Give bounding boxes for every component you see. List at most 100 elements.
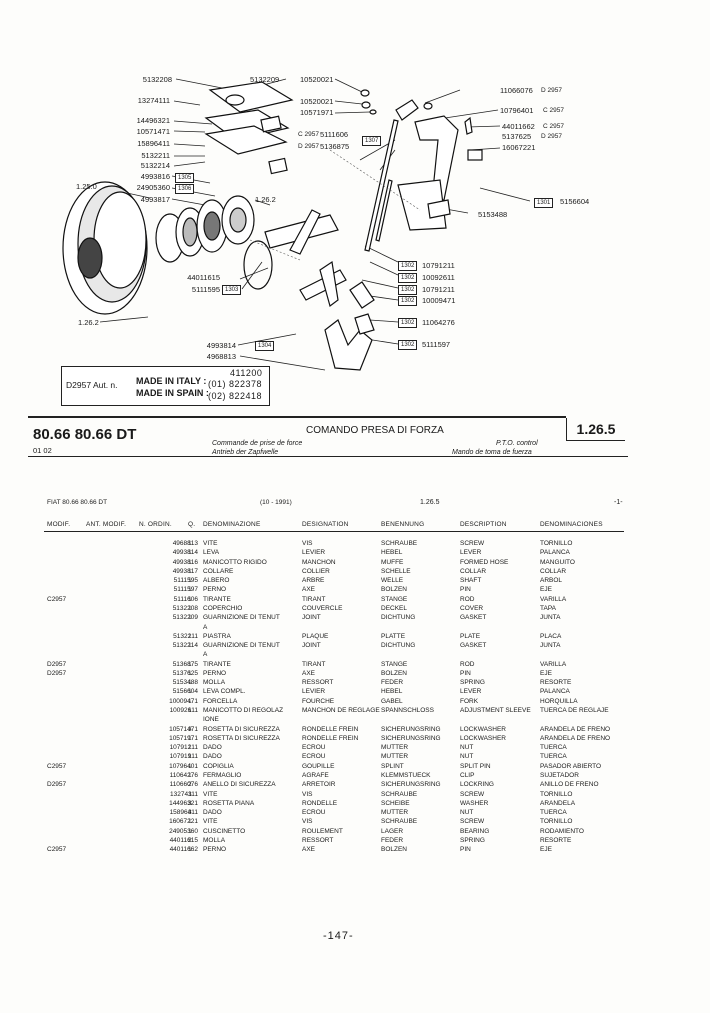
cell-description-en: SHAFT — [460, 577, 482, 585]
col-header-ord: N. ORDIN. — [139, 521, 172, 528]
cell-description-it: VITE — [203, 790, 218, 798]
part-label: 5153488 — [478, 210, 508, 219]
cell-description-de: MUTTER — [381, 809, 409, 817]
part-label: 5136875 — [320, 142, 350, 151]
cell-description-es: TAPA — [540, 604, 557, 612]
table-row: A — [0, 651, 710, 660]
group-title-de: Antrieb der Zapfwelle — [212, 449, 279, 456]
cell-modif: D2957 — [47, 781, 67, 789]
cell-description-es: PALANCA — [540, 688, 570, 696]
ref-box: 1305 — [175, 173, 195, 183]
part-label: 10571971 — [300, 108, 334, 117]
cell-description-en: FORK — [460, 697, 479, 705]
part-label: 1.25.0 — [76, 182, 97, 191]
italy-code: (01) 822378 — [208, 379, 263, 389]
cell-description-it: GUARNIZIONE DI TENUT — [203, 642, 280, 650]
cell-part-number: 44011662 — [169, 846, 198, 854]
cell-description-it: ROSETTA DI SICUREZZA — [203, 734, 280, 742]
ref-box: 1302 — [398, 340, 418, 350]
cell-part-number: 5111595 — [173, 577, 198, 585]
part-label: 11066076 — [500, 86, 533, 95]
cell-description-es: TORNILLO — [540, 818, 573, 826]
authorization-code: 411200 — [230, 368, 263, 378]
cell-description-it: VITE — [203, 540, 218, 547]
ref-box: 1302 — [398, 318, 418, 328]
cell-modif: C2957 — [47, 595, 67, 603]
part-label: 16067221 — [502, 143, 536, 152]
cell-description-it: GUARNIZIONE DI TENUT — [203, 614, 280, 622]
cell-description-de: STANGE — [381, 660, 408, 668]
part-label: 10009471 — [422, 296, 456, 305]
cell-description-fr: MANCHON — [302, 558, 336, 566]
cell-description-en: COLLAR — [460, 567, 487, 575]
cell-part-number: 15896411 — [169, 809, 198, 817]
ref-box: 1306 — [175, 184, 195, 194]
cell-part-number: 4993816 — [172, 558, 198, 566]
cell-description-fr: FOURCHE — [302, 697, 335, 705]
cell-description-en: SCREW — [460, 818, 485, 826]
part-label: D 2957 — [298, 143, 319, 150]
cell-description-en: COVER — [460, 604, 484, 612]
cell-part-number: 14496321 — [169, 799, 198, 807]
part-label: 10092611 — [422, 273, 455, 282]
group-title-fr: Commande de prise de force — [212, 440, 303, 447]
cell-description-es: TUERCA — [540, 809, 567, 817]
cell-description-de: DECKEL — [381, 604, 408, 612]
cell-part-number: 10092611 — [169, 707, 198, 715]
cell-description-es: VARILLA — [540, 595, 567, 603]
ref-box: 1303 — [222, 285, 242, 295]
part-label: 1.26.2 — [255, 195, 276, 204]
page-number: -147- — [323, 930, 354, 942]
cell-description-it: FORCELLA — [203, 697, 238, 705]
cell-part-number: 4968813 — [172, 540, 198, 547]
cell-part-number: 5132208 — [172, 604, 198, 612]
part-label: D 2957 — [541, 87, 562, 94]
cell-description-it: ANELLO DI SICUREZZA — [203, 781, 276, 789]
cell-quantity: 2 — [188, 781, 192, 789]
cell-description-es: PLACA — [540, 632, 562, 640]
cell-description-es: TORNILLO — [540, 540, 573, 547]
cell-part-number: 5153488 — [172, 679, 198, 687]
title-top-rule — [28, 416, 566, 418]
cell-description-fr: COUVERCLE — [302, 604, 343, 612]
cell-quantity: 1 — [188, 669, 192, 677]
model-subtitle: 01 02 — [33, 446, 52, 455]
issue-date: (10 - 1991) — [260, 499, 292, 506]
cell-description-de: BOLZEN — [381, 586, 408, 594]
cell-description-de: MUTTER — [381, 744, 409, 752]
cell-description-de: SCHEIBE — [381, 799, 410, 807]
cell-description-de: BOLZEN — [381, 846, 408, 854]
cell-description-es: TORNILLO — [540, 790, 573, 798]
cell-description-es: JUNTA — [540, 642, 561, 650]
cell-description-fr: AXE — [302, 846, 316, 854]
cell-description-es: TUERCA — [540, 753, 567, 761]
spain-code: (02) 822418 — [208, 391, 263, 401]
cell-description-de: MUFFE — [381, 558, 404, 566]
group-title: COMANDO PRESA DI FORZA — [306, 425, 444, 436]
cell-description-es: MANGUITO — [540, 558, 575, 566]
cell-description-it: COLLARE — [203, 567, 234, 575]
cell-description-fr: AXE — [302, 669, 316, 677]
part-label: 5111595 — [191, 285, 220, 294]
cell-quantity: 1 — [188, 642, 192, 650]
col-header-it: DENOMINAZIONE — [203, 521, 261, 528]
sheet-number: -1- — [614, 499, 623, 506]
cell-part-number: 10009471 — [169, 697, 198, 705]
part-label: 5111597 — [422, 340, 451, 349]
table-row: IONE — [0, 716, 710, 725]
cell-description-de: SICHERUNGSRING — [381, 781, 441, 789]
cell-description-de: SICHERUNGSRING — [381, 725, 441, 733]
title-bottom-rule — [28, 456, 628, 457]
cell-description-it: MOLLA — [203, 679, 226, 687]
cell-description-it: PERNO — [203, 846, 227, 854]
cell-quantity: 2 — [188, 836, 192, 844]
cell-description-de: WELLE — [381, 577, 404, 585]
cell-description-es: RESORTE — [540, 679, 572, 687]
